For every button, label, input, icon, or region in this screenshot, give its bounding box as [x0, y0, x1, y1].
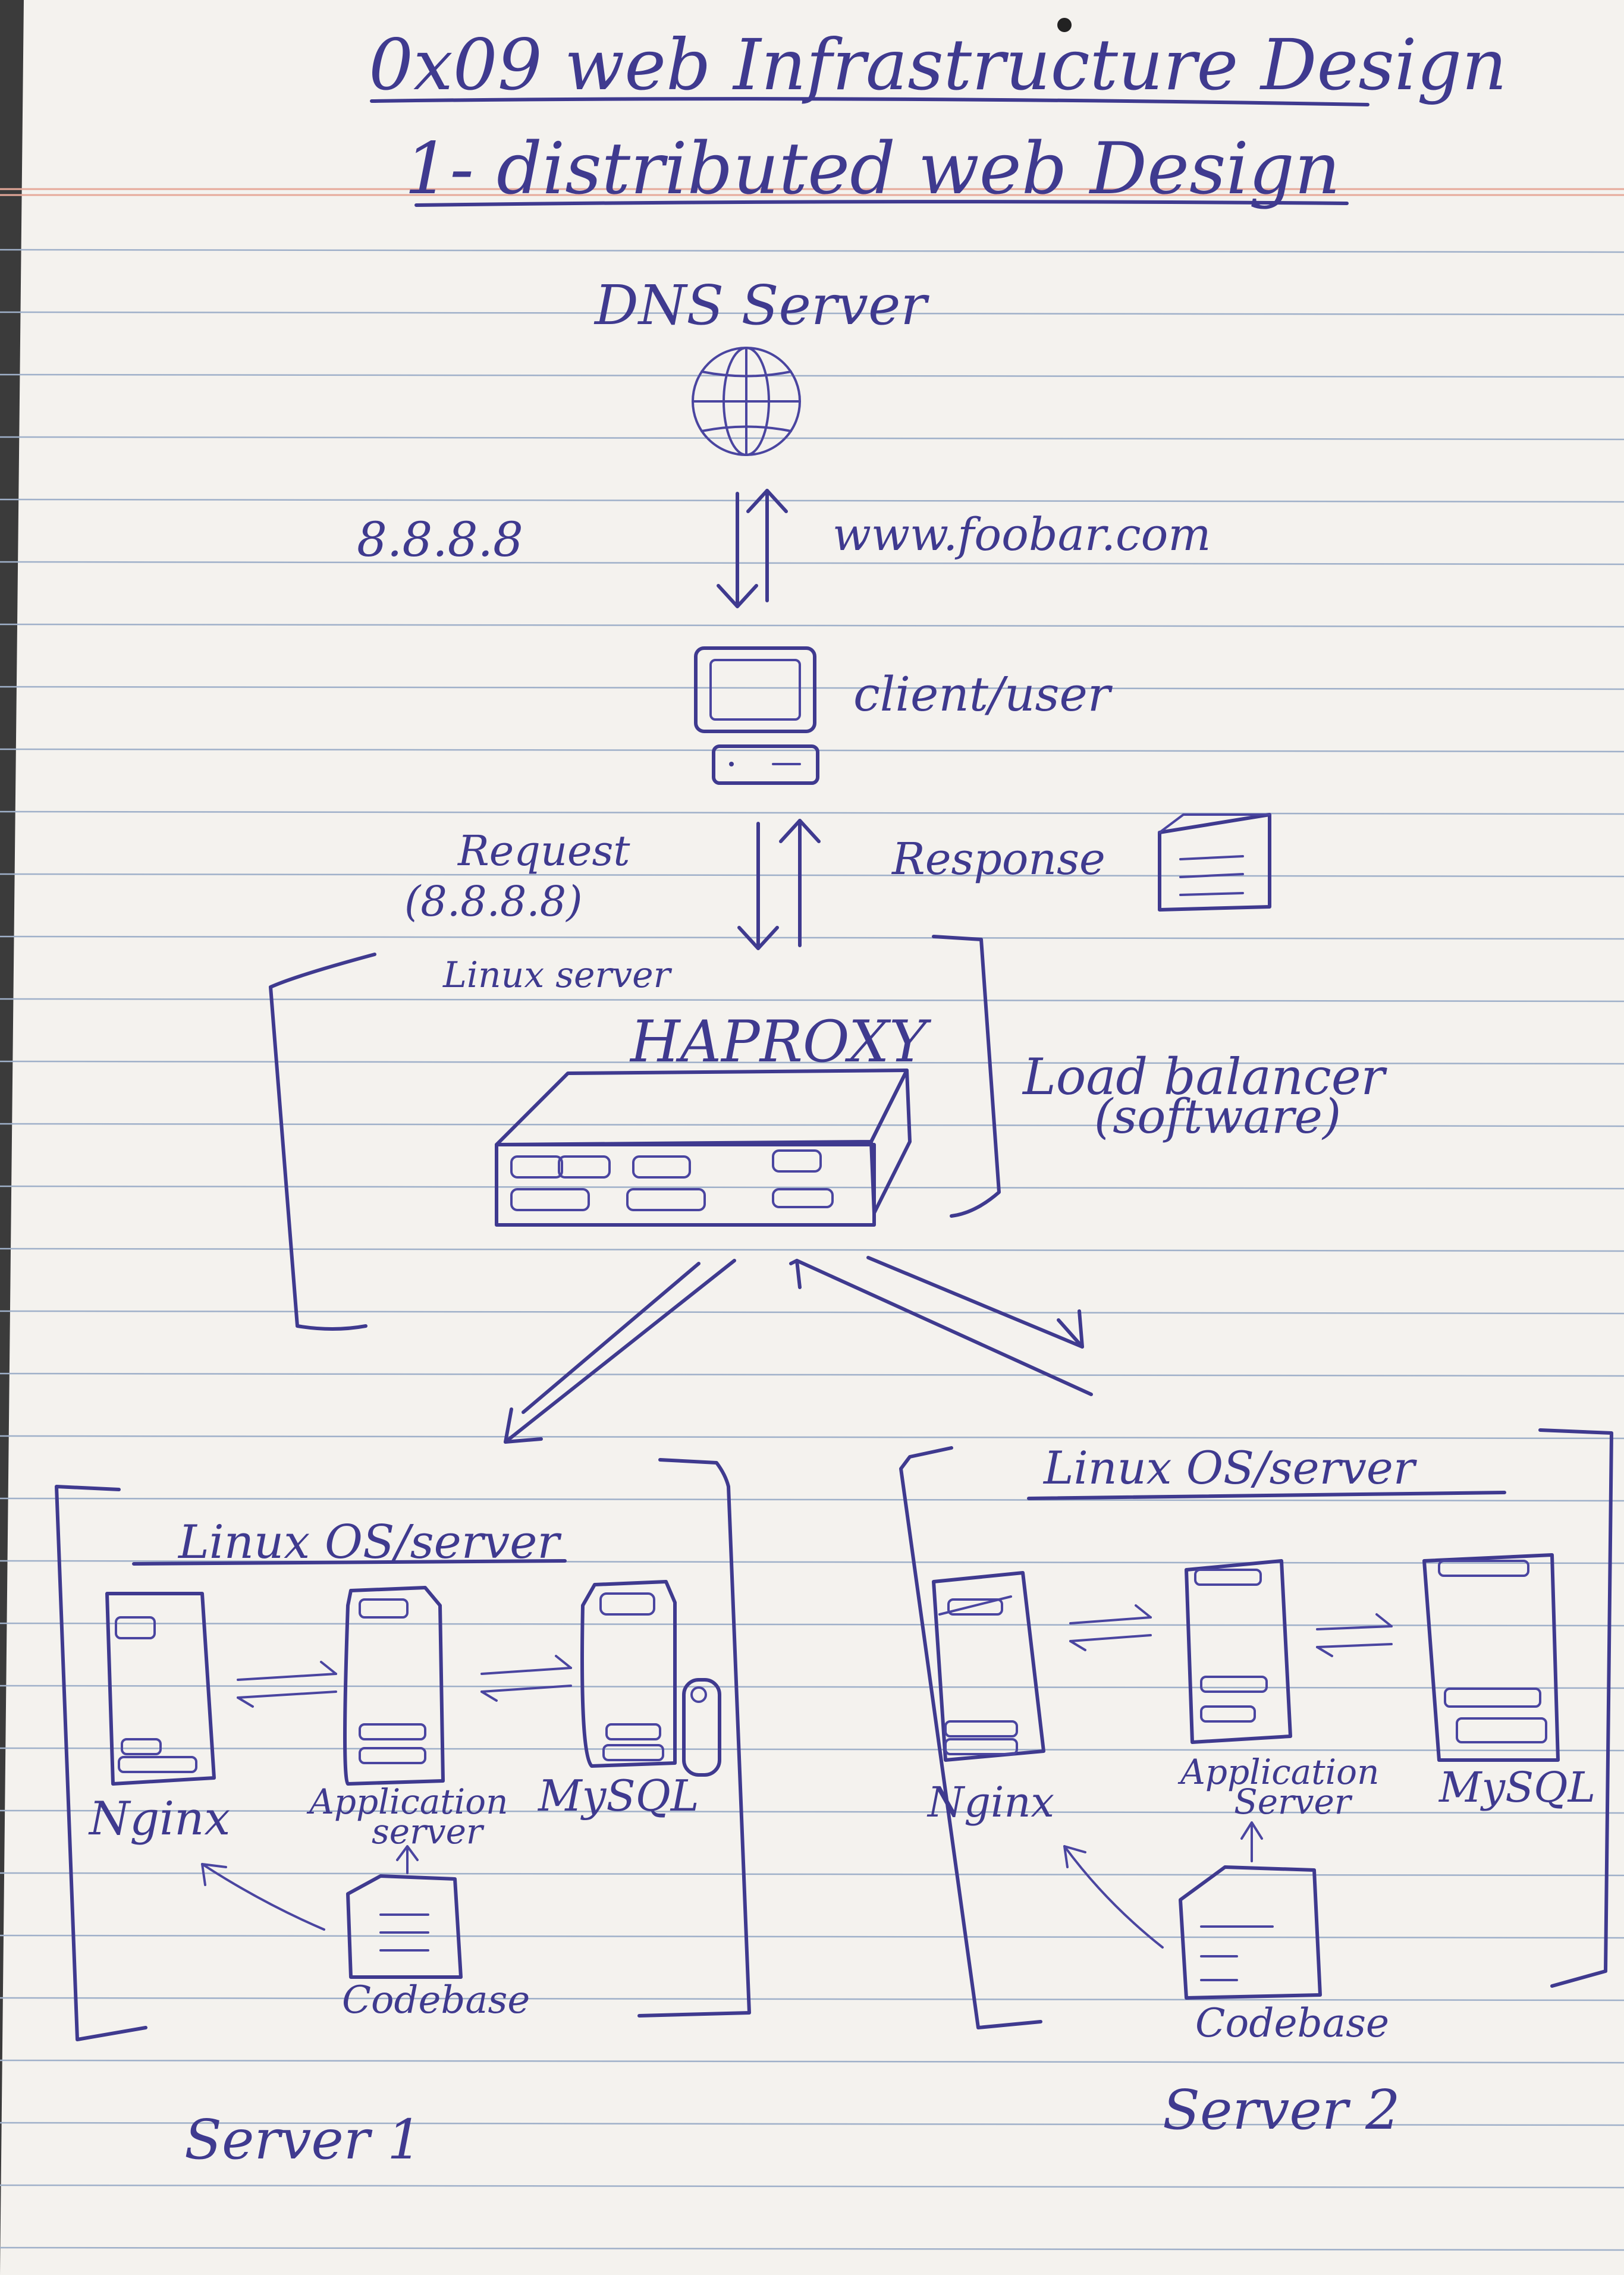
- notebook-rule-line: [0, 873, 1624, 878]
- server2-os-label: Linux OS/server: [1042, 1441, 1418, 1494]
- notebook-rule-line: [0, 686, 1624, 690]
- dns-server-label: DNS Server: [593, 274, 929, 337]
- mysql-server-icon: [580, 1580, 721, 1777]
- notebook-rule-line: [0, 1185, 1624, 1190]
- title-line-2: 1- distributed web Design: [404, 128, 1340, 210]
- codebase-document-icon: [1179, 1865, 1322, 2000]
- app-server-icon: [343, 1586, 445, 1786]
- request-ip-label: (8.8.8.8): [404, 877, 583, 926]
- server2-app-label-1: Application: [1177, 1752, 1379, 1792]
- notebook-rule-line: [0, 373, 1624, 378]
- title-line-1: 0x09 web Infrastructure Design: [369, 24, 1507, 106]
- nginx-server-icon: [105, 1592, 216, 1786]
- notebook-rule-line: [0, 748, 1624, 753]
- server1-caption: Server 1: [184, 2108, 422, 2172]
- server1-nginx-label: Nginx: [88, 1792, 230, 1846]
- notebook-rule-line: [0, 249, 1624, 253]
- server1-codebase-label: Codebase: [342, 1978, 530, 2022]
- notebook-rule-line: [0, 436, 1624, 441]
- dns-ip-label: 8.8.8.8: [357, 512, 523, 567]
- notebook-rule-line: [0, 1060, 1624, 1065]
- notebook-rule-line: [0, 1685, 1624, 1689]
- notebook-rule-line: [0, 1248, 1624, 1252]
- notebook-rule-line: [0, 1435, 1624, 1440]
- server2-caption: Server 2: [1163, 2078, 1400, 2142]
- server1-mysql-label: MySQL: [537, 1771, 699, 1821]
- request-label: Request: [457, 827, 630, 875]
- lb-server-label: Linux server: [442, 954, 673, 996]
- request-response: Request (8.8.8.8) Response: [404, 813, 1271, 950]
- server-1: Linux OS/server: [55, 1458, 751, 2172]
- notebook-rule-line: [0, 1123, 1624, 1127]
- lb-desc-line-1: Load balancer: [1022, 1048, 1388, 1106]
- notebook-rule-line: [0, 1622, 1624, 1627]
- client-label: client/user: [853, 667, 1113, 722]
- notebook-rule-line: [0, 1497, 1624, 1502]
- computer-icon: [694, 646, 819, 785]
- notebook-rule-line: [0, 2184, 1624, 2189]
- app-server-icon: [1185, 1559, 1292, 1744]
- server-2: Linux OS/server: [899, 1428, 1613, 2142]
- haproxy-label: HAPROXY: [629, 1008, 932, 1075]
- notebook-rule-line: [0, 810, 1624, 815]
- notebook-rule-line: [0, 498, 1624, 503]
- dns-domain-label: www.foobar.com: [833, 508, 1211, 561]
- notebook-rule-line: [0, 1934, 1624, 1939]
- nginx-server-icon: [932, 1571, 1045, 1762]
- server1-app-label-1: Application: [306, 1781, 508, 1822]
- server2-mysql-label: MySQL: [1438, 1763, 1595, 1812]
- notebook-rule-line: [0, 1747, 1624, 1752]
- lb-desc-line-2: (software): [1094, 1089, 1341, 1144]
- codebase-document-icon: [346, 1874, 463, 1979]
- notebook-rule-line: [0, 1310, 1624, 1315]
- server2-connection-arrows: [1069, 1604, 1393, 1657]
- mysql-server-icon: [1422, 1553, 1560, 1762]
- title-block: 0x09 web Infrastructure Design 1- distri…: [369, 24, 1507, 210]
- globe-icon: [692, 347, 801, 456]
- server1-connection-arrows: [237, 1655, 572, 1708]
- notebook-rule-line: [0, 2059, 1624, 2064]
- lb-to-servers-arrows: [504, 1256, 1093, 1444]
- notebook-rule-line: [0, 935, 1624, 940]
- notebook-rule-line: [0, 1372, 1624, 1377]
- notebook-rule-line: [0, 311, 1624, 316]
- server2-app-label-2: Server: [1234, 1781, 1353, 1822]
- response-label: Response: [891, 834, 1105, 885]
- notebook-rule-line: [0, 2246, 1624, 2251]
- notebook-rule-line: [0, 623, 1624, 628]
- notebook-rule-line: [0, 1997, 1624, 2001]
- haproxy-device-icon: [495, 1069, 912, 1227]
- server2-nginx-label: Nginx: [926, 1778, 1054, 1827]
- load-balancer: Linux server HAPROXY Load balancer (soft…: [269, 935, 1388, 1444]
- document-icon: [1158, 813, 1271, 912]
- dns-server: DNS Server 8.8.8.8 www.foobar.com: [357, 274, 1211, 608]
- client: client/user: [694, 646, 1113, 785]
- notebook-rule-line: [0, 1872, 1624, 1877]
- notebook-rule-line: [0, 1809, 1624, 1814]
- server1-app-label-2: server: [372, 1811, 485, 1852]
- notebook-rule-line: [0, 561, 1624, 565]
- server2-codebase-label: Codebase: [1195, 2000, 1389, 2046]
- notebook-rule-line: [0, 2122, 1624, 2126]
- dns-client-arrows: [717, 489, 788, 608]
